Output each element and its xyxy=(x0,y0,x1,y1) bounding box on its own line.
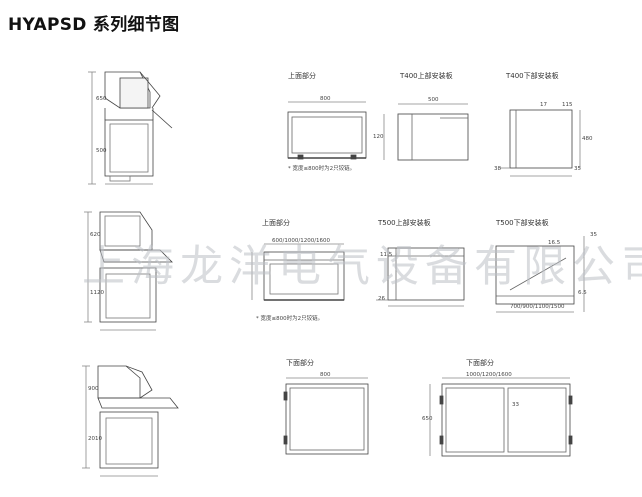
t400-lower-plate-dim-2: 480 xyxy=(582,136,593,142)
t500-lower-plate-dim-2: 35 xyxy=(590,232,597,238)
t400-upper-label: 上面部分 xyxy=(288,72,316,80)
t400-lower-plate-dim-0: 17 xyxy=(540,102,547,108)
t400-upper-front xyxy=(287,101,367,160)
bottom-right-width: 1000/1200/1600 xyxy=(466,372,512,378)
t500-upper-plate-dim-0: 11.5 xyxy=(380,252,393,258)
t500-upper-plate-dim-1: 26 xyxy=(378,296,385,302)
lower-cabinet-800 xyxy=(283,377,369,455)
t500-upper-label: 上面部分 xyxy=(262,219,290,227)
bottom-left-label: 下面部分 xyxy=(286,359,314,367)
side-view-1-dim-1: 500 xyxy=(96,148,107,154)
t400-upper-note: * 宽度≤800时为2只铰链。 xyxy=(288,166,356,172)
t500-lower-plate-dim-4: 700/900/1100/1500 xyxy=(510,304,565,310)
t500-lower-plate xyxy=(495,236,585,313)
t500-lower-plate-dim-3: 6.5 xyxy=(578,290,587,296)
side-view-3-dim-0: 900 xyxy=(88,386,99,392)
t400-upper-plate-label: T400上部安装板 xyxy=(400,72,453,80)
t500-lower-plate-dim-0: 16.5 xyxy=(548,240,561,246)
t500-upper-width: 600/1000/1200/1600 xyxy=(272,238,331,244)
bottom-right-dim-inner: 33 xyxy=(512,402,519,408)
bottom-left-width: 800 xyxy=(320,372,331,378)
t400-lower-plate-dim-4: 38 xyxy=(494,166,501,172)
t400-lower-plate xyxy=(500,109,581,177)
side-view-2 xyxy=(84,211,173,331)
t500-upper-front xyxy=(251,243,345,301)
t400-upper-plate-dim-top: 500 xyxy=(428,97,439,103)
side-view-3-dim-1: 2010 xyxy=(88,436,102,442)
bottom-right-height: 650 xyxy=(422,416,433,422)
side-view-2-dim-1: 1120 xyxy=(90,290,104,296)
t500-upper-note: * 宽度≤800时为2只铰链。 xyxy=(256,316,324,322)
side-view-1-dim-0: 650 xyxy=(96,96,107,102)
t400-lower-plate-label: T400下部安装板 xyxy=(506,72,559,80)
watermark-text: 上海龙洋电气设备有限公司 xyxy=(82,242,642,292)
t500-upper-plate xyxy=(376,247,465,307)
t400-lower-plate-dim-3: 35 xyxy=(574,166,581,172)
t400-upper-plate xyxy=(383,103,469,161)
lower-cabinet-wide xyxy=(429,377,573,457)
side-view-1 xyxy=(88,71,173,185)
t500-lower-plate-label: T500下部安装板 xyxy=(496,219,549,227)
bottom-right-label: 下面部分 xyxy=(466,359,494,367)
side-view-2-dim-0: 620 xyxy=(90,232,101,238)
t400-lower-plate-dim-1: 115 xyxy=(562,102,573,108)
t500-upper-plate-label: T500上部安装板 xyxy=(378,219,431,227)
side-view-3 xyxy=(82,365,179,477)
page-title: HYAPSD 系列细节图 xyxy=(8,15,180,35)
t400-upper-width: 800 xyxy=(320,96,331,102)
t400-upper-plate-dim-side: 120 xyxy=(373,134,384,140)
